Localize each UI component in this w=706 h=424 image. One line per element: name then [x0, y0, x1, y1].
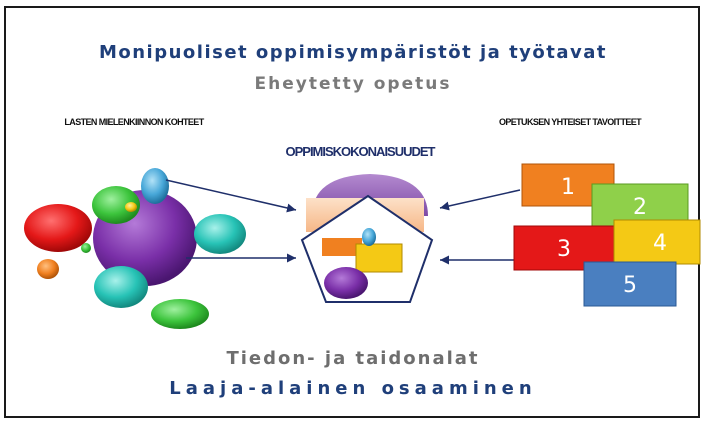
orange-piece [322, 238, 362, 256]
bubble-teal-bottom [94, 266, 148, 308]
goal-label-2: 2 [633, 195, 647, 220]
purple-piece [324, 267, 368, 299]
goal-label-4: 4 [653, 231, 667, 256]
bubble-green-top [92, 186, 140, 224]
goal-block-4 [613, 219, 701, 265]
arrow-right-top [439, 189, 521, 211]
bubble-yellow-small [125, 202, 137, 212]
bubble-orange-small [37, 259, 59, 279]
bubble-lightblue [141, 168, 169, 204]
bubble-green-dot [81, 243, 91, 253]
goal-label-5: 5 [623, 273, 637, 298]
goal-block-5 [583, 261, 677, 307]
lightblue-piece [362, 228, 376, 246]
bubble-teal-right [194, 214, 246, 254]
right-label: OPETUKSEN YHTEISET TAVOITTEET [498, 117, 642, 127]
center-label: OPPIMISKOKONAISUUDET [285, 144, 435, 159]
left-label: LASTEN MIELENKIINNON KOHTEET [64, 117, 204, 127]
main-title: Monipuoliset oppimisympäristöt ja työtav… [98, 42, 608, 63]
bottom-line-1: Tiedon- ja taidonalat [226, 348, 480, 369]
bubble-red [24, 204, 92, 252]
bubble-green-bottom [151, 299, 209, 329]
subtitle: Eheytetty opetus [254, 74, 452, 94]
bottom-line-2: Laaja-alainen osaaminen [169, 378, 537, 399]
goal-blocks: 1 2 3 4 5 [513, 163, 701, 307]
goal-label-1: 1 [561, 175, 575, 200]
goal-label-3: 3 [557, 237, 571, 262]
learning-units-graphic [300, 174, 434, 303]
interest-bubbles [24, 168, 246, 329]
yellow-piece [355, 243, 403, 273]
arrow-left-top [165, 179, 297, 213]
